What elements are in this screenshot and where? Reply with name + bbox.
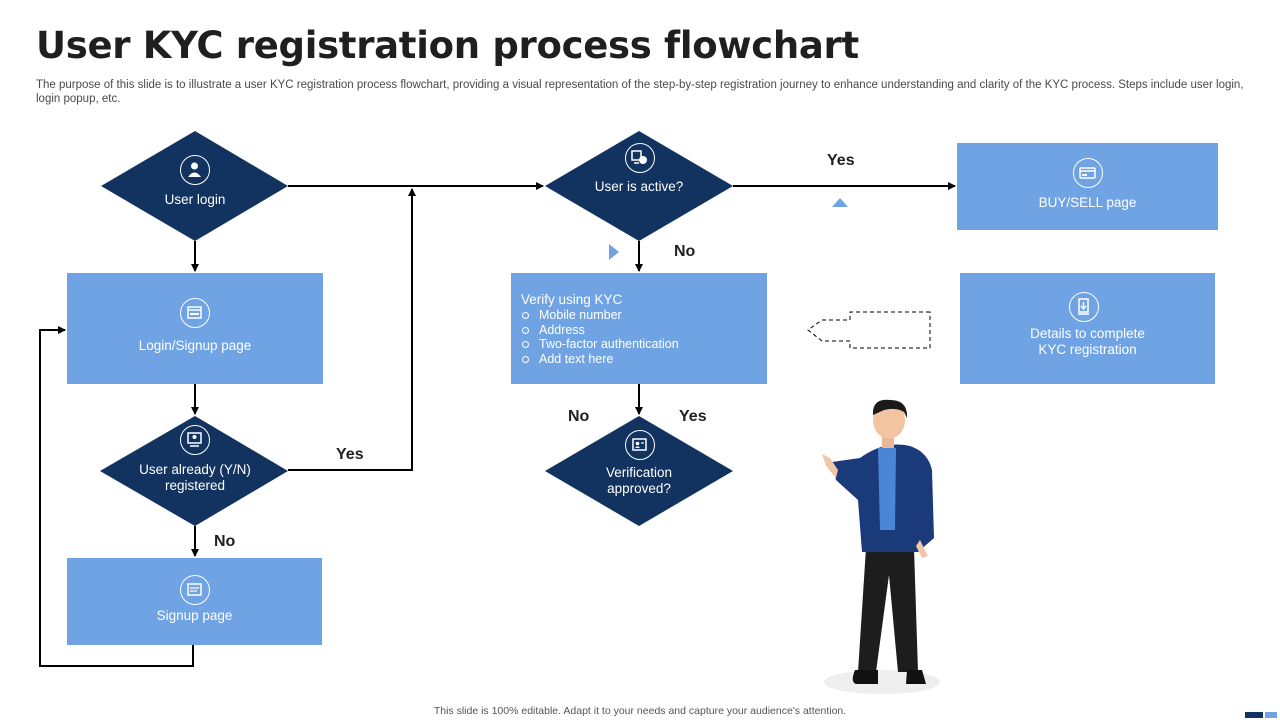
page-subtitle: The purpose of this slide is to illustra… [36, 79, 1244, 105]
login-signup-box [67, 273, 323, 384]
browser-window-icon [180, 298, 210, 328]
verify-kyc-content: Verify using KYC Mobile number Address T… [521, 292, 679, 366]
user-status-icon [625, 143, 655, 173]
document-download-icon [1069, 292, 1099, 322]
kyc-item: Add text here [521, 352, 679, 367]
login-signup-label: Login/Signup page [138, 338, 252, 353]
registered-yes-label: Yes [336, 446, 364, 463]
signup-label: Signup page [156, 608, 233, 623]
corner-accent-light [1265, 712, 1277, 718]
already-registered-label: User already (Y/N) registered [139, 462, 251, 493]
footer-note: This slide is 100% editable. Adapt it to… [433, 705, 847, 717]
details-complete-label: Details to complete KYC registration [1030, 326, 1145, 357]
user-active-diamond [545, 131, 733, 241]
kyc-item: Address [521, 323, 679, 338]
kyc-item: Mobile number [521, 308, 679, 323]
user-active-label: User is active? [594, 179, 684, 194]
verify-kyc-list: Mobile number Address Two-factor authent… [521, 308, 679, 366]
buy-sell-label: BUY/SELL page [1038, 195, 1137, 210]
verify-kyc-title: Verify using KYC [521, 292, 623, 307]
registered-no-label: No [214, 533, 236, 550]
up-triangle-marker [832, 198, 848, 207]
active-yes-label: Yes [827, 152, 855, 169]
verification-approved-label: Verification approved? [605, 465, 673, 496]
user-login-label: User login [164, 192, 226, 207]
payment-card-icon [1073, 158, 1103, 188]
verification-approved-diamond [545, 416, 733, 526]
arrow-signup-loop-back [39, 326, 194, 667]
form-window-icon [180, 575, 210, 605]
dashed-left-arrow [807, 311, 931, 349]
verify-no-label: No [568, 408, 590, 425]
verify-kyc-box [511, 273, 767, 384]
verify-yes-label: Yes [679, 408, 707, 425]
page-title: User KYC registration process flowchart [36, 24, 859, 67]
details-complete-box [960, 273, 1215, 384]
kyc-item: Two-factor authentication [521, 337, 679, 352]
right-triangle-marker [609, 244, 619, 260]
id-card-icon [625, 430, 655, 460]
user-login-diamond [101, 131, 288, 241]
corner-accent-dark [1245, 712, 1263, 718]
computer-user-icon [180, 425, 210, 455]
already-registered-diamond [100, 416, 288, 526]
arrow-registered-yes-to-active [288, 188, 416, 471]
active-no-label: No [674, 243, 696, 260]
presenter-person-illustration [822, 399, 940, 694]
user-icon [180, 155, 210, 185]
